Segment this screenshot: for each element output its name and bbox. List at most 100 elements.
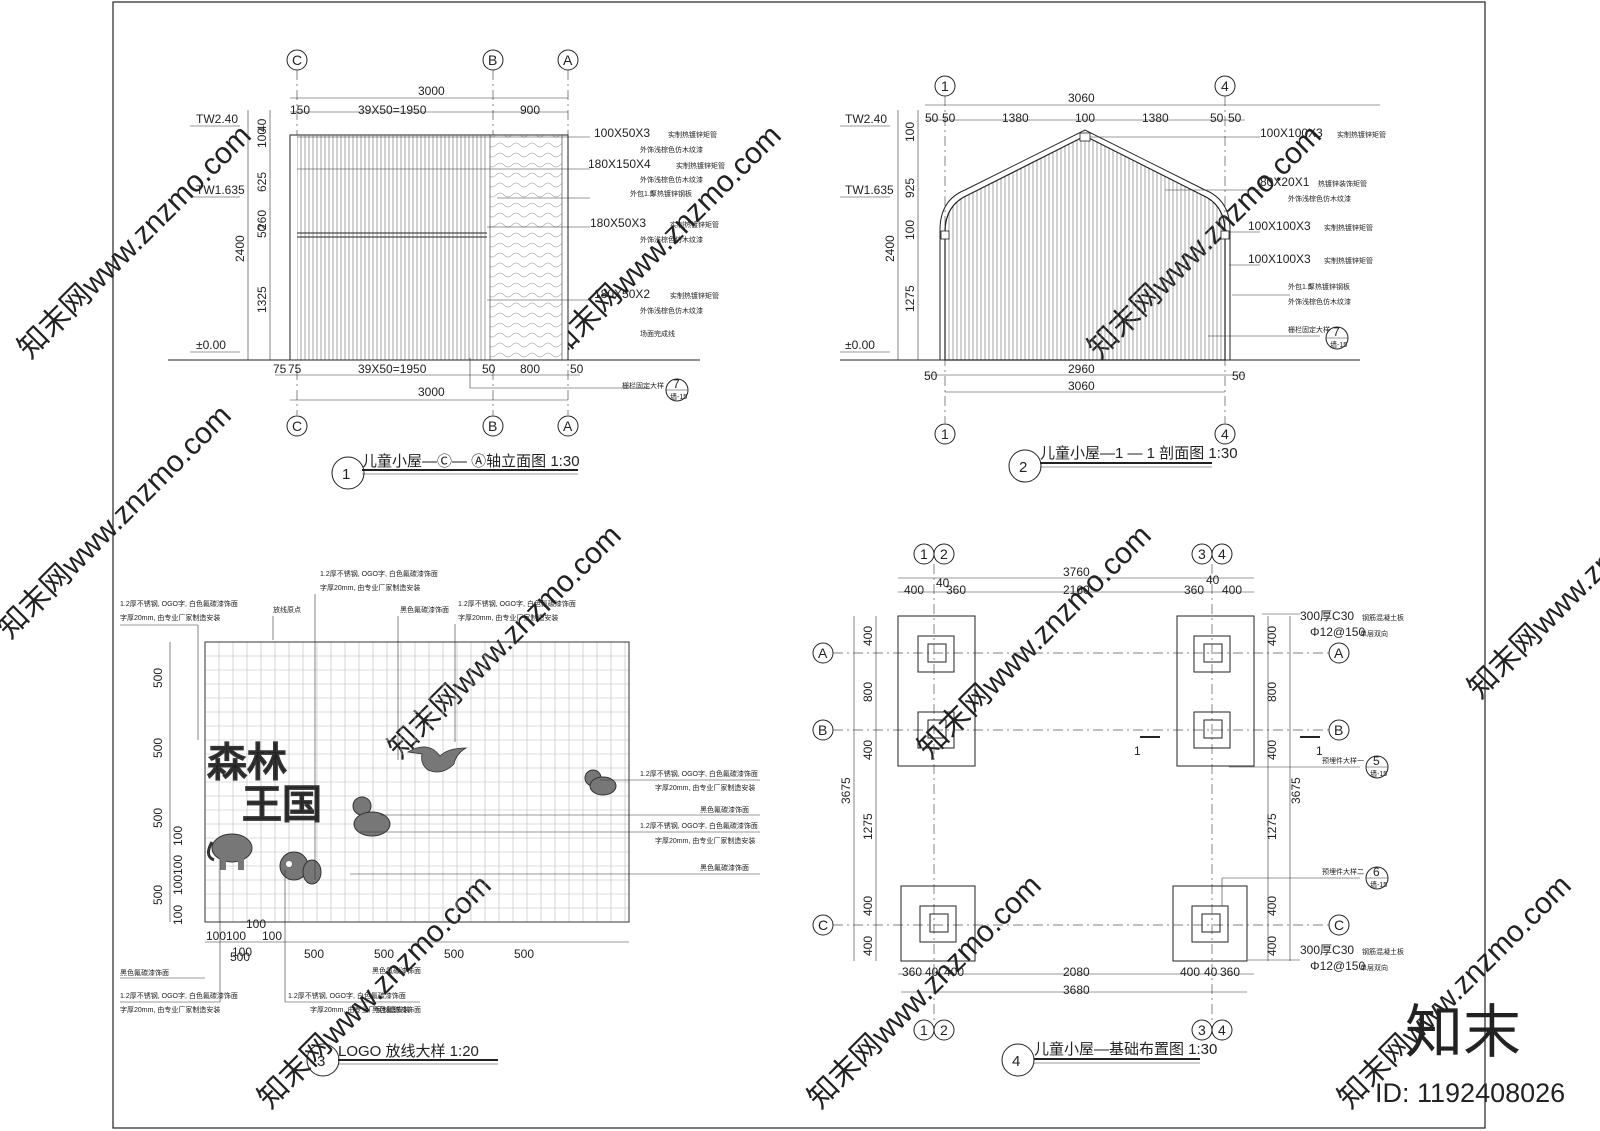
- svg-text:6: 6: [1373, 865, 1380, 879]
- svg-text:外饰浅棕色仿木纹漆: 外饰浅棕色仿木纹漆: [1288, 194, 1351, 203]
- svg-text:外饰浅棕色仿木纹漆: 外饰浅棕色仿木纹漆: [640, 175, 703, 184]
- svg-text:100: 100: [903, 220, 917, 240]
- svg-text:外饰浅棕色仿木纹漆: 外饰浅棕色仿木纹漆: [640, 145, 703, 154]
- svg-text:厚热镀锌钢板: 厚热镀锌钢板: [650, 189, 692, 198]
- drawing-1-title: 1 儿童小屋—Ⓒ— Ⓐ轴立面图 1:30: [331, 452, 580, 490]
- svg-text:墙-15: 墙-15: [1330, 340, 1347, 349]
- house-section-shape: [944, 135, 1226, 361]
- axis-bubble-4: 4: [1211, 543, 1233, 565]
- footing-a-4: [1176, 615, 1255, 767]
- svg-text:400: 400: [1265, 896, 1279, 916]
- svg-text:100X100X3: 100X100X3: [1260, 126, 1323, 140]
- svg-text:50: 50: [924, 369, 938, 383]
- logo-notes: 1.2厚不锈钢, OGO字, 白色氟碳漆饰面 字厚20mm, 由专业厂家制造安装…: [120, 569, 760, 1014]
- svg-text:100: 100: [171, 855, 185, 875]
- svg-text:1.2厚不锈钢, OGO字, 白色氟碳漆饰面: 1.2厚不锈钢, OGO字, 白色氟碳漆饰面: [120, 599, 238, 608]
- detail-callout-6: 6墙-15: [1365, 865, 1389, 890]
- svg-text:字厚20mm, 由专业厂家制造安装: 字厚20mm, 由专业厂家制造安装: [458, 613, 558, 622]
- svg-text:字厚20mm, 由专业厂家制造安装: 字厚20mm, 由专业厂家制造安装: [655, 783, 755, 792]
- svg-text:3060: 3060: [1068, 379, 1095, 393]
- logo-text-line-2: 王国: [242, 783, 322, 827]
- svg-text:儿童小屋—基础布置图 1:30: 儿童小屋—基础布置图 1:30: [1034, 1040, 1217, 1058]
- svg-text:1.2厚不锈钢, OGO字, 白色氟碳漆饰面: 1.2厚不锈钢, OGO字, 白色氟碳漆饰面: [120, 991, 238, 1000]
- svg-text:墙-15: 墙-15: [670, 392, 687, 401]
- drawing-1-elevation: C B A C B A 3000 150 39X50=1950 900 TW2.…: [168, 49, 725, 490]
- svg-text:100X50X3: 100X50X3: [594, 126, 650, 140]
- svg-text:100: 100: [255, 128, 269, 148]
- svg-text:3000: 3000: [418, 385, 445, 399]
- svg-text:厚热镀锌钢板: 厚热镀锌钢板: [1308, 282, 1350, 291]
- svg-text:2: 2: [940, 546, 948, 562]
- svg-text:75: 75: [288, 362, 302, 376]
- svg-text:50: 50: [1210, 111, 1224, 125]
- svg-text:100: 100: [1075, 111, 1095, 125]
- svg-text:A: A: [1334, 645, 1344, 661]
- svg-text:2960: 2960: [1068, 362, 1095, 376]
- dim-total-top: 3000: [418, 84, 445, 98]
- svg-text:900: 900: [520, 103, 540, 117]
- axis-bubble-c-top: C: [286, 49, 308, 71]
- svg-text:1.2厚不锈钢, OGO字, 白色氟碳漆饰面: 1.2厚不锈钢, OGO字, 白色氟碳漆饰面: [640, 769, 758, 778]
- svg-text:外饰浅棕色仿木纹漆: 外饰浅棕色仿木纹漆: [640, 306, 703, 315]
- svg-text:150: 150: [290, 103, 310, 117]
- svg-text:TW1.635: TW1.635: [845, 183, 894, 197]
- svg-text:100: 100: [171, 875, 185, 895]
- svg-text:钢筋混凝土板: 钢筋混凝土板: [1362, 947, 1404, 956]
- svg-text:C: C: [1334, 917, 1344, 933]
- svg-text:3760: 3760: [1063, 565, 1090, 579]
- svg-text:栅栏固定大样: 栅栏固定大样: [622, 381, 664, 390]
- svg-text:1.2厚不锈钢, OGO字, 白色氟碳漆饰面: 1.2厚不锈钢, OGO字, 白色氟碳漆饰面: [640, 821, 758, 830]
- svg-text:40: 40: [1206, 573, 1220, 587]
- svg-text:400: 400: [861, 896, 875, 916]
- svg-text:100: 100: [903, 122, 917, 142]
- svg-text:TW1.635: TW1.635: [196, 183, 245, 197]
- svg-text:800: 800: [861, 682, 875, 702]
- svg-text:500: 500: [151, 885, 165, 905]
- svg-text:热镀锌装饰矩管: 热镀锌装饰矩管: [1318, 179, 1367, 188]
- svg-text:字厚20mm, 由专业厂家制造安装: 字厚20mm, 由专业厂家制造安装: [655, 836, 755, 845]
- svg-text:字厚20mm, 由专业厂家制造安装: 字厚20mm, 由专业厂家制造安装: [120, 1005, 220, 1014]
- drawing-2-title: 2 儿童小屋—1 — 1 剖面图 1:30: [1008, 444, 1238, 483]
- svg-text:4: 4: [1218, 546, 1226, 562]
- svg-text:黑色氟碳漆饰面: 黑色氟碳漆饰面: [372, 1005, 421, 1014]
- svg-text:40: 40: [255, 118, 269, 132]
- axis-bubble-2: 2: [933, 543, 955, 565]
- animal-face-icon: [279, 851, 322, 885]
- svg-text:5: 5: [1373, 754, 1380, 768]
- svg-text:2400: 2400: [883, 235, 897, 262]
- axis-bubble-c-left: C: [812, 914, 834, 936]
- svg-text:黑色氟碳漆饰面: 黑色氟碳漆饰面: [120, 968, 169, 977]
- svg-text:3060: 3060: [1068, 91, 1095, 105]
- svg-text:1275: 1275: [903, 285, 917, 312]
- svg-text:100: 100: [171, 826, 185, 846]
- svg-text:400: 400: [861, 740, 875, 760]
- svg-text:2: 2: [1019, 459, 1027, 476]
- svg-text:1.2厚不锈钢, OGO字, 白色氟碳漆饰面: 1.2厚不锈钢, OGO字, 白色氟碳漆饰面: [288, 991, 406, 1000]
- svg-text:知末网www.znzmo.com: 知末网www.znzmo.com: [1462, 459, 1600, 705]
- drawing-4-title: 4 儿童小屋—基础布置图 1:30: [1001, 1040, 1217, 1077]
- svg-text:2: 2: [940, 1022, 948, 1038]
- svg-text:50: 50: [942, 111, 956, 125]
- svg-text:625: 625: [255, 172, 269, 192]
- axis-bubble-1-top: 1: [934, 75, 956, 97]
- svg-text:TW2.40: TW2.40: [845, 112, 887, 126]
- svg-text:字厚20mm, 由专业厂家制造安装: 字厚20mm, 由专业厂家制造安装: [320, 583, 420, 592]
- svg-text:知末网www.znzmo.com: 知末网www.znzmo.com: [252, 869, 498, 1115]
- svg-text:2080: 2080: [1063, 965, 1090, 979]
- svg-text:墙-15: 墙-15: [1370, 880, 1387, 889]
- svg-text:放线原点: 放线原点: [273, 605, 301, 614]
- svg-text:B: B: [488, 52, 497, 68]
- svg-text:预埋件大样一: 预埋件大样一: [1322, 756, 1364, 765]
- svg-text:500: 500: [151, 738, 165, 758]
- svg-text:实制热镀锌矩管: 实制热镀锌矩管: [1324, 256, 1373, 265]
- svg-text:1275: 1275: [861, 813, 875, 840]
- svg-text:3: 3: [1198, 1022, 1206, 1038]
- detail-callout-7-b: 7墙-15: [1325, 325, 1349, 350]
- svg-text:1.2厚不锈钢, OGO字, 白色氟碳漆饰面: 1.2厚不锈钢, OGO字, 白色氟碳漆饰面: [458, 599, 576, 608]
- svg-text:50: 50: [925, 111, 939, 125]
- axis-bubble-a-left: A: [812, 642, 834, 664]
- svg-text:39X50=1950: 39X50=1950: [358, 103, 427, 117]
- svg-text:100: 100: [246, 917, 266, 931]
